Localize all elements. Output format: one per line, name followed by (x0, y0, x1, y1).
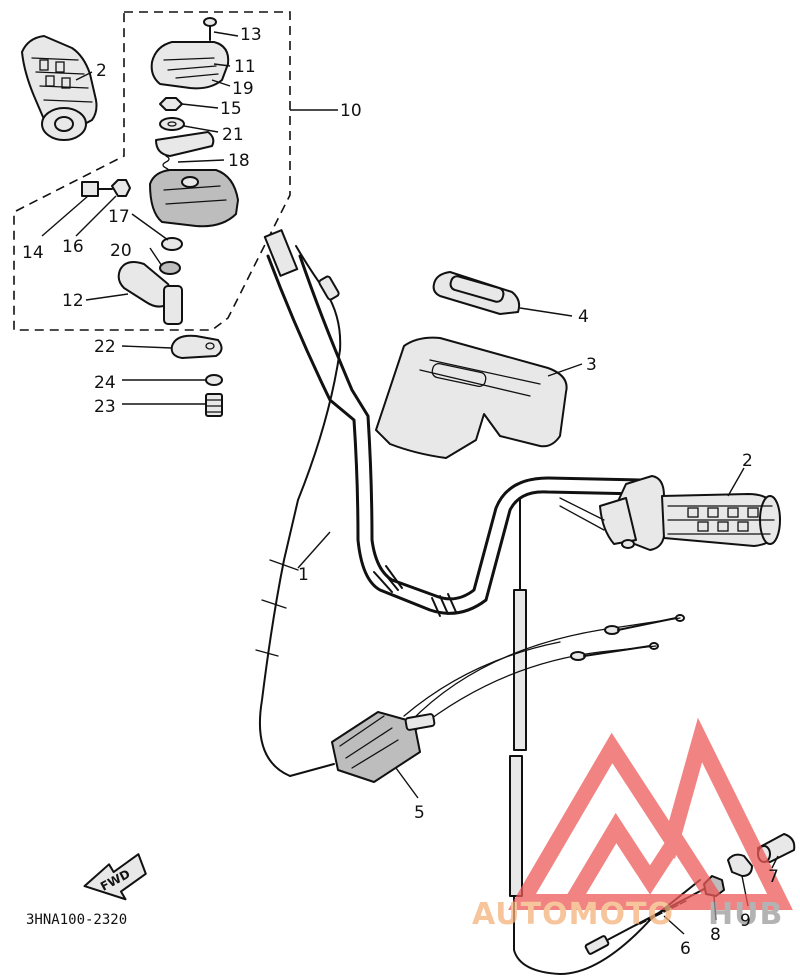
callout-11: 11 (234, 57, 256, 77)
bolt-14 (81, 181, 113, 197)
callout-21: 21 (222, 125, 244, 145)
watermark-logo (508, 717, 793, 910)
diagram-code: 3HNA100-2320 (26, 912, 127, 928)
washer-21 (159, 117, 185, 131)
lever-plate (155, 131, 215, 157)
collar-17 (161, 237, 183, 251)
nut-15 (159, 97, 183, 111)
callout-12: 12 (62, 291, 84, 311)
cable-tube-upper (513, 589, 527, 751)
handlebar (263, 229, 642, 617)
right-grip (559, 475, 781, 551)
washer-20 (159, 261, 181, 275)
callout-2-right: 2 (742, 451, 753, 471)
callout-labels: 1 2 2 3 4 5 6 7 8 9 10 11 12 13 14 15 16… (22, 25, 779, 959)
cable-tube-lower (509, 755, 523, 897)
nut-16 (111, 179, 131, 197)
callout-13: 13 (240, 25, 262, 45)
callout-16: 16 (62, 237, 84, 257)
leader-lines (41, 31, 779, 935)
callout-23: 23 (94, 397, 116, 417)
clamp-22 (170, 334, 223, 359)
callout-2-left: 2 (96, 61, 107, 81)
callout-6: 6 (680, 939, 691, 959)
washer-24 (205, 374, 223, 386)
callout-22: 22 (94, 337, 116, 357)
switch-cover-11 (150, 41, 230, 90)
cable-end (318, 275, 340, 301)
switch-body (149, 169, 239, 228)
cover-cap (432, 271, 521, 315)
callout-20: 20 (110, 241, 132, 261)
callout-7: 7 (768, 867, 779, 887)
callout-14: 14 (22, 243, 44, 263)
wire-harness (403, 614, 685, 731)
callout-4: 4 (578, 307, 589, 327)
bolt-23 (205, 393, 223, 417)
cable-sheath (255, 559, 299, 657)
boot-9 (727, 853, 753, 877)
lever-12 (117, 261, 183, 325)
callout-3: 3 (586, 355, 597, 375)
callout-9: 9 (740, 911, 751, 931)
callout-8: 8 (710, 925, 721, 945)
callout-1: 1 (298, 565, 309, 585)
handlebar-cover (375, 336, 568, 459)
callout-5: 5 (414, 803, 425, 823)
callout-24: 24 (94, 373, 116, 393)
fwd-arrow: FWD (83, 853, 147, 901)
watermark-text-right: HUB (708, 897, 783, 932)
watermark-text-left: AUTOMOTO (472, 897, 674, 932)
callout-10: 10 (340, 101, 362, 121)
watermark: AUTOMOTO HUB (472, 717, 793, 932)
callout-18: 18 (228, 151, 250, 171)
callout-19: 19 (232, 79, 254, 99)
screw-13 (203, 17, 217, 41)
switch-box (289, 711, 436, 783)
left-grip (21, 35, 98, 141)
callout-15: 15 (220, 99, 242, 119)
throttle-cable (258, 245, 342, 777)
callout-17: 17 (108, 207, 130, 227)
assembly-10-outline (13, 11, 291, 331)
